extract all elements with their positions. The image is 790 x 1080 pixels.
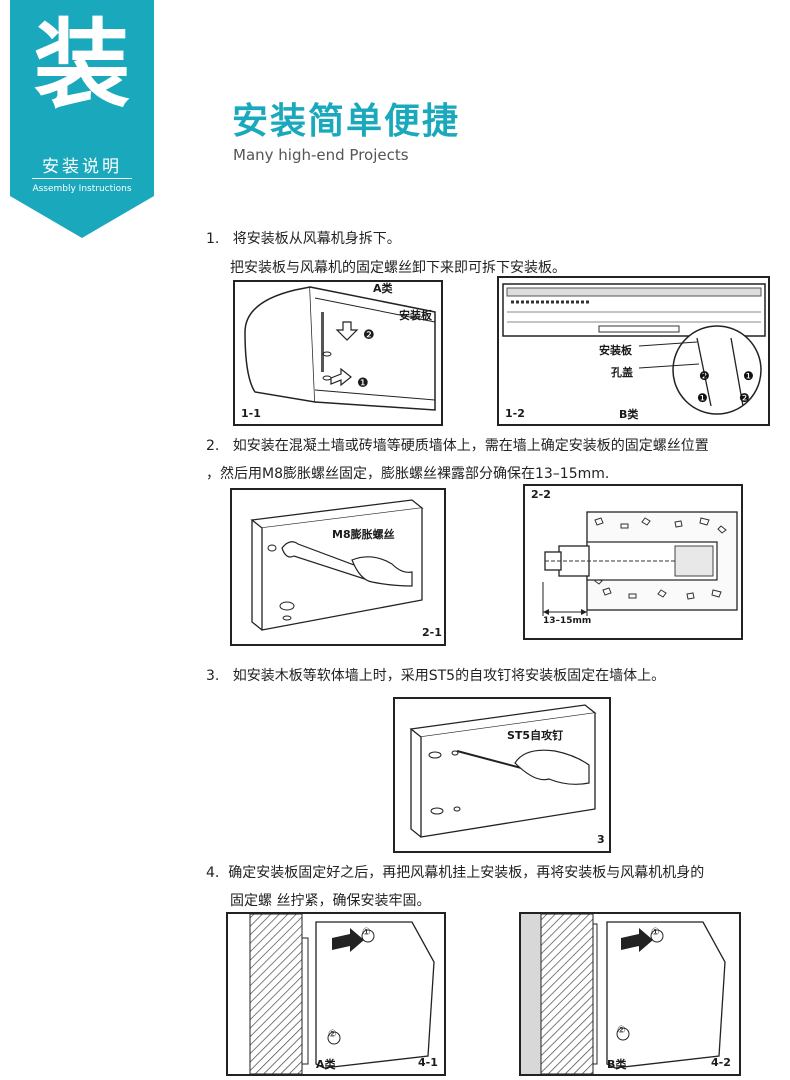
figure-1-1: A类 安装板 ❷ ❶ 1-1 xyxy=(233,280,443,426)
svg-text:❶: ❶ xyxy=(697,391,708,405)
step-4-text: 确定安装板固定好之后，再把风幕机挂上安装板，再将安装板与风幕机机身的 xyxy=(228,865,705,881)
figure-1-1-marker-1: ❶ xyxy=(357,376,369,391)
step-3-text: 如安装木板等软体墙上时，采用ST5的自攻钉将安装板固定在墙体上。 xyxy=(232,668,666,684)
figure-4-1-marker-2: ② xyxy=(328,1029,337,1040)
step-4-number: 4. xyxy=(206,865,220,881)
figure-2-2-drawing xyxy=(542,511,738,616)
figure-4-2-marker-1: ① xyxy=(651,927,660,938)
svg-text:❷: ❷ xyxy=(699,369,710,383)
step-4-line-1: 4. 确定安装板固定好之后，再把风幕机挂上安装板，再将安装板与风幕机机身的 xyxy=(206,862,704,882)
step-1-text: 将安装板从风幕机身拆下。 xyxy=(232,231,401,247)
figure-2-1-id: 2-1 xyxy=(422,626,442,639)
badge-char: 装 xyxy=(34,9,130,121)
figure-4-1-marker-1: ① xyxy=(362,927,371,938)
figure-2-1: M8膨胀螺丝 2-1 xyxy=(230,488,446,646)
figure-1-1-drawing xyxy=(244,286,436,411)
figure-3-drawing xyxy=(409,704,597,838)
step-2-number: 2. xyxy=(206,438,220,454)
figure-2-2-id: 2-2 xyxy=(531,488,551,501)
figure-4-2: ① ② B类 4-2 xyxy=(519,912,741,1076)
figure-1-2-part-label: 安装板 xyxy=(599,344,632,357)
figure-4-2-id: 4-2 xyxy=(711,1056,731,1069)
figure-2-2-dimension: 13–15mm xyxy=(543,616,592,626)
step-4-line-2: 固定螺 丝拧紧，确保安装牢固。 xyxy=(230,893,431,909)
figure-4-2-type-label: B类 xyxy=(607,1058,627,1071)
figure-4-2-drawing xyxy=(521,914,726,1074)
svg-text:❷: ❷ xyxy=(739,391,750,405)
figure-2-1-drawing xyxy=(250,499,424,631)
step-1-number: 1. xyxy=(206,231,220,247)
figure-1-2-id: 1-2 xyxy=(505,407,525,420)
figure-1-1-type-label: A类 xyxy=(373,282,393,295)
page-title: 安装简单便捷 xyxy=(232,101,461,142)
step-3-number: 3. xyxy=(206,668,220,684)
step-2-text: 如安装在混凝土墙或砖墙等硬质墙体上，需在墙上确定安装板的固定螺丝位置 xyxy=(232,438,709,454)
step-2-line-1: 2. 如安装在混凝土墙或砖墙等硬质墙体上，需在墙上确定安装板的固定螺丝位置 xyxy=(206,435,709,455)
step-2-line-2: ，然后用M8膨胀螺丝固定，膨胀螺丝裸露部分确保在13–15mm. xyxy=(206,466,610,482)
step-1-line-2: 把安装板与风幕机的固定螺丝卸下来即可拆下安装板。 xyxy=(230,260,566,276)
figure-3-id: 3 xyxy=(597,833,605,846)
figure-1-2-drawing: ❷ ❶ ❶ ❷ xyxy=(502,283,766,415)
step-3-line-1: 3. 如安装木板等软体墙上时，采用ST5的自攻钉将安装板固定在墙体上。 xyxy=(206,665,665,685)
figure-3-part-label: ST5自攻钉 xyxy=(507,729,564,742)
figure-2-2: 2-2 13–15mm xyxy=(523,484,743,640)
figure-1-1-marker-2: ❷ xyxy=(363,328,375,343)
page-subtitle: Many high-end Projects xyxy=(233,146,409,164)
figure-1-2-type-label: B类 xyxy=(619,408,639,421)
section-badge: 装 安装说明 Assembly Instructions xyxy=(10,0,154,240)
badge-title: 安装说明 xyxy=(42,157,122,177)
figure-4-1-drawing xyxy=(249,914,435,1074)
figure-1-1-part-label: 安装板 xyxy=(399,309,432,322)
figure-1-1-id: 1-1 xyxy=(241,407,261,420)
figure-4-2-marker-2: ② xyxy=(617,1025,626,1036)
step-1-line-1: 1. 将安装板从风幕机身拆下。 xyxy=(206,228,401,248)
figure-2-1-part-label: M8膨胀螺丝 xyxy=(332,528,395,541)
figure-4-1: ① ② A类 4-1 xyxy=(226,912,446,1076)
svg-text:❶: ❶ xyxy=(743,369,754,383)
badge-divider xyxy=(32,178,132,179)
figure-1-2: ❷ ❶ ❶ ❷ 安装板 孔盖 B类 1-2 xyxy=(497,276,770,426)
figure-1-2-part-label-2: 孔盖 xyxy=(611,366,633,379)
figure-4-1-type-label: A类 xyxy=(316,1058,336,1071)
badge-subtitle: Assembly Instructions xyxy=(32,184,132,194)
figure-4-1-id: 4-1 xyxy=(418,1056,438,1069)
figure-3: ST5自攻钉 3 xyxy=(393,697,611,853)
